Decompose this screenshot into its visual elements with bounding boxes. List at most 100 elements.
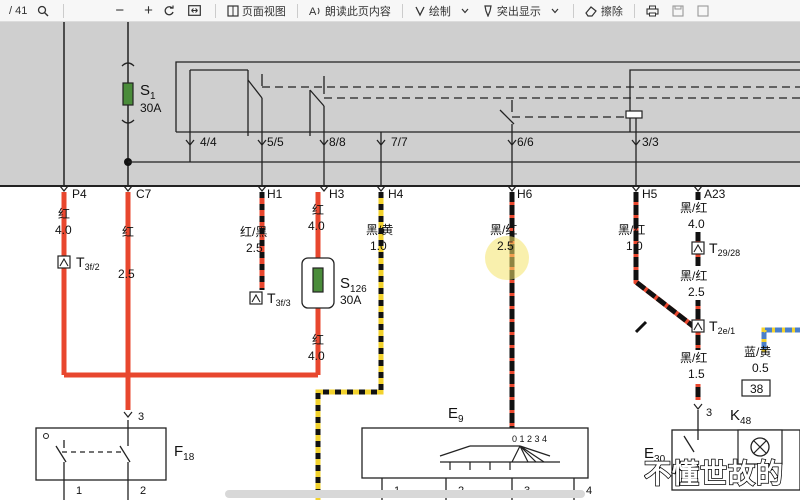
e30-label: E30 [644,445,666,465]
video-subtitle: 不懂世故的 [644,458,784,490]
page-view-icon [227,4,239,17]
relay-outline [175,61,800,132]
wire-h4-stripe [315,192,384,500]
save-icon [672,4,684,17]
erase-button[interactable]: 擦除 [580,1,628,21]
pin-chevron [693,403,703,410]
svg-text:T3f/2: T3f/2 [76,254,100,272]
wire-label-color: 黑/红 [490,222,517,237]
wire-label-size: 2.5 [246,241,263,255]
terminal-drops [189,70,637,186]
fit-page-button[interactable] [183,1,209,21]
pdf-toolbar: / 41 − + 页面视图 A 朗读此页内容 绘制 突出显示 擦除 [0,0,800,22]
wire-label-size: 1.5 [688,367,705,381]
wire-label-color: 黑/红 [618,222,645,237]
f18-label: F18 [174,443,195,463]
connector-label-h3: H3 [329,187,345,201]
search-button[interactable] [32,1,57,21]
connector-label-a23: A23 [704,187,726,201]
fuse-s1-rating: 30A [140,101,161,115]
page-view-button[interactable]: 页面视图 [222,1,291,21]
separator [296,3,298,18]
horizontal-scrollbar[interactable] [225,490,585,498]
more-button[interactable] [692,1,717,21]
wire-label-color: 红 [312,202,324,217]
svg-text:T2e/1: T2e/1 [709,318,735,336]
save-button[interactable] [667,1,692,21]
chevron-down-icon [551,8,559,13]
t-connector-t3f2: T3f/2 [57,254,100,272]
pin-label: 3 [138,411,144,423]
wire-label-color: 黑/红 [680,268,707,283]
e30-contact [683,410,699,453]
print-button[interactable] [641,1,667,21]
wiring-diagram: S1 30A 4/4 5/5 8/8 7/7 6/6 3/3 P4 C7 H1 … [0,22,800,500]
highlight-button[interactable]: 突出显示 [477,1,546,21]
highlight-dropdown[interactable] [546,1,567,21]
wire-label-size: 1.0 [626,239,643,253]
connector-label-h5: H5 [642,187,658,201]
connector-label-h4: H4 [388,187,404,201]
fuse-s1-label: S1 [140,82,156,102]
fuse-s126 [312,267,324,293]
label-backdrop [682,266,716,300]
rotate-button[interactable] [158,1,183,21]
wire-h5-stripe [633,192,700,332]
wire-label-size: 4.0 [55,223,72,237]
highlight-icon [484,4,492,17]
connector-label-h1: H1 [267,187,283,201]
connector-label-c7: C7 [136,187,152,201]
pin-label: 4 [586,485,592,497]
wire-label-color: 黑/黄 [366,223,393,237]
draw-button[interactable]: 绘制 [409,1,456,21]
wire-label-size: 4.0 [308,349,325,363]
zoom-out-button[interactable]: − [115,2,125,19]
relay-contacts [190,69,515,136]
terminal-label: 5/5 [267,135,284,149]
wire-label-size: 2.5 [688,285,705,299]
e9-wiper [470,445,551,463]
component-f18 [35,427,167,481]
read-aloud-icon: A [309,6,320,17]
wire-label-color: 红 [58,206,70,221]
switch-positions: 0 1 2 3 4 [512,434,547,444]
terminal-label: 4/4 [200,135,217,149]
lamp-cross [753,440,767,454]
chevron-down-icon [461,8,469,13]
component-e9 [361,427,589,479]
draw-icon [415,6,425,16]
pin-label: 1 [76,485,82,497]
pin-label: 3 [706,407,712,419]
wire-label-color: 蓝/黄 [744,345,771,359]
rotate-icon [164,5,174,15]
wire-label-size: 0.5 [752,361,769,375]
wire-label-size: 4.0 [308,219,325,233]
separator [214,3,216,18]
separator [572,3,574,18]
more-icon [697,4,709,17]
pointer-highlight [485,236,529,280]
search-icon [38,5,49,16]
wire-label-size: 2.5 [118,267,135,281]
wire-blue-stripe [761,327,800,352]
e9-label: E9 [448,405,464,425]
wire-stub [634,320,648,334]
pin-chevron [123,411,133,418]
erase-label: 擦除 [600,5,623,18]
terminal-label: 3/3 [642,135,659,149]
zoom-in-button[interactable]: + [144,2,153,19]
wire-label-size: 1.0 [370,239,387,253]
wire-label-color: 红 [122,224,134,239]
pin-label: 2 [140,485,146,497]
wire-label-color: 红/黑 [240,224,267,239]
read-aloud-button[interactable]: A 朗读此页内容 [304,1,396,21]
printer-icon [646,5,659,16]
connector-box-38 [741,379,771,397]
k48-label: K48 [730,407,752,427]
fit-page-icon [187,5,201,16]
connector-box-38-label: 38 [750,382,764,396]
terminal-label: 6/6 [517,135,534,149]
terminal-label: 8/8 [329,135,346,149]
draw-dropdown[interactable] [456,1,477,21]
wire-label-color: 黑/红 [680,350,707,365]
